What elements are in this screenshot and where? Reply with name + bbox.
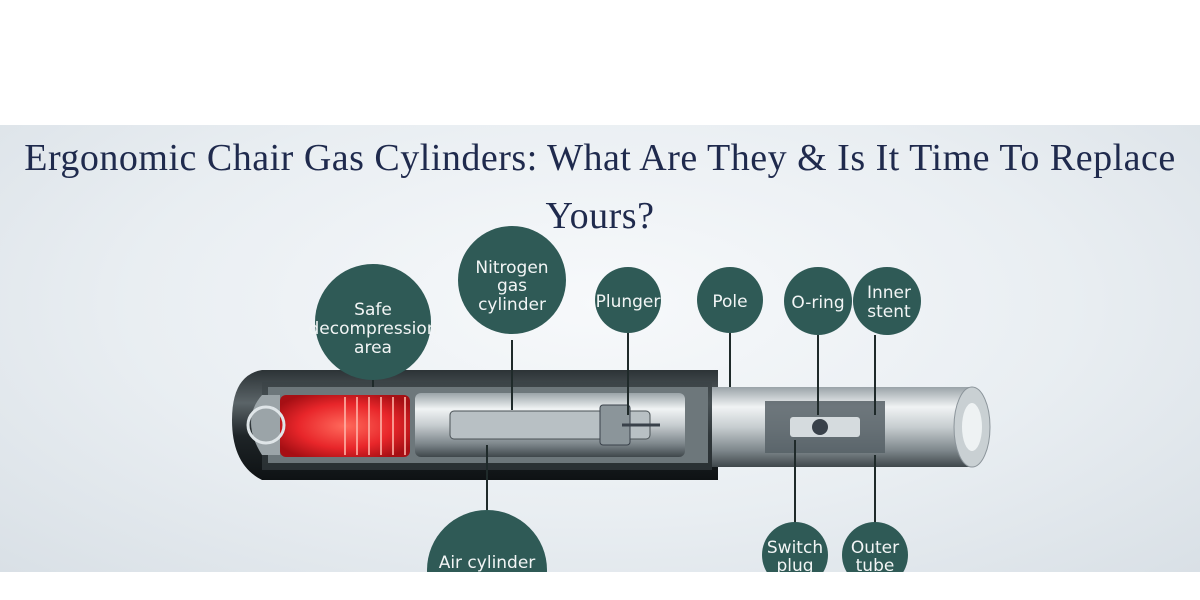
callout-label: Inner [867, 283, 911, 303]
callout-pole: Pole [697, 267, 763, 333]
callout-safe-decompression: Safe decompression area [308, 264, 438, 380]
hero-banner: Safe decompression area Nitrogen gas cyl… [0, 125, 1200, 572]
callout-switch-plug: Switch plug [762, 522, 828, 572]
callout-label: Safe [354, 300, 392, 320]
callout-label: O-ring [791, 293, 844, 313]
callout-plunger: Plunger [595, 267, 661, 333]
leader-lines [372, 333, 876, 525]
callout-o-ring: O-ring [784, 267, 852, 335]
callout-label: area [354, 338, 392, 358]
callout-label: Outer [851, 538, 899, 558]
callout-label: stent [867, 302, 911, 322]
callout-label: decompression [308, 319, 437, 339]
callout-label: plug [776, 556, 813, 572]
callout-label: Nitrogen [475, 258, 548, 278]
cylinder-interior [246, 387, 708, 463]
callout-label: cylinder [478, 295, 546, 315]
callout-nitrogen-gas-cylinder: Nitrogen gas cylinder [458, 226, 566, 334]
callout-outer-tube: Outer tube [842, 522, 908, 572]
gas-cylinder-diagram: Safe decompression area Nitrogen gas cyl… [232, 226, 991, 572]
callout-label: Pole [712, 292, 747, 312]
callout-air-cylinder: Air cylinder [427, 510, 547, 572]
pole-shaft [712, 386, 991, 468]
callout-label: Switch [767, 538, 823, 558]
callout-label: gas [497, 276, 527, 296]
page-title: Ergonomic Chair Gas Cylinders: What Are … [24, 137, 1176, 237]
callout-label: Air cylinder [439, 553, 536, 572]
callout-label: tube [856, 556, 895, 572]
callout-inner-stent: Inner stent [853, 267, 921, 335]
callout-label: Plunger [596, 292, 661, 312]
